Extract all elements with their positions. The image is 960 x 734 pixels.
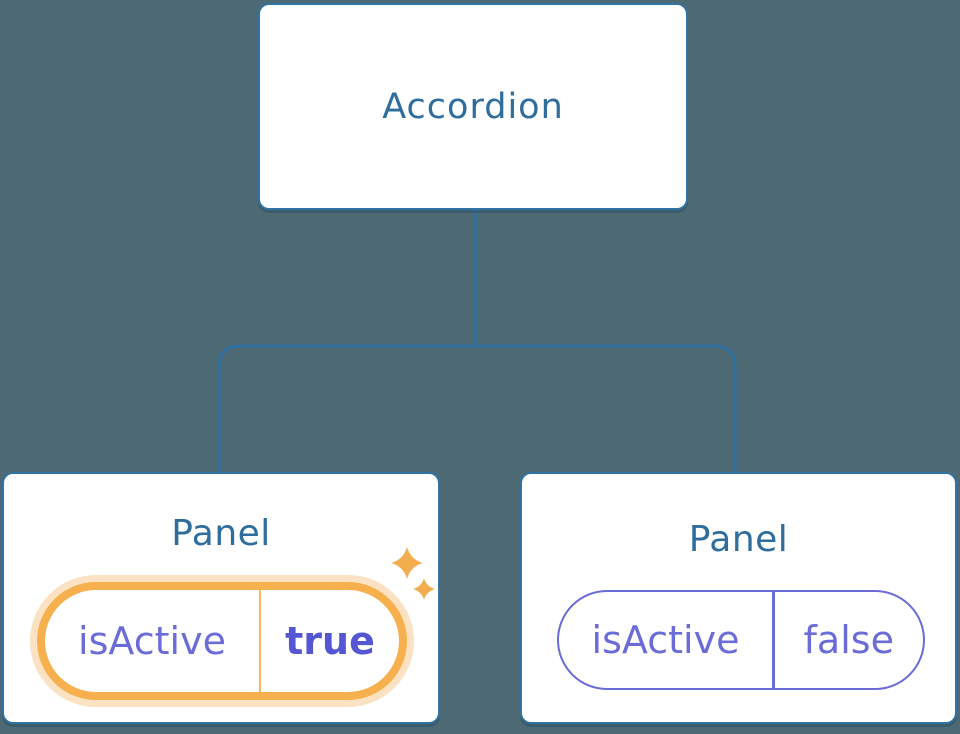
state-value: false bbox=[803, 618, 894, 662]
connector-bracket bbox=[217, 344, 737, 475]
state-name: isActive bbox=[78, 619, 226, 663]
accordion-node-label: Accordion bbox=[382, 86, 564, 127]
state-pill-divider bbox=[259, 590, 261, 692]
sparkle-large bbox=[391, 547, 423, 579]
state-value: true bbox=[285, 619, 375, 663]
state-name: isActive bbox=[591, 618, 740, 662]
sparkle-small bbox=[413, 578, 435, 600]
panel-node-inactive: Panel isActive false bbox=[520, 472, 957, 724]
sparkle-icon bbox=[391, 547, 435, 600]
state-pill-active: isActive true bbox=[37, 582, 407, 700]
accordion-node: Accordion bbox=[258, 3, 688, 210]
panel-node-label: Panel bbox=[171, 513, 271, 554]
panel-node-active: Panel isActive true bbox=[2, 472, 440, 724]
state-pill-divider bbox=[772, 592, 775, 688]
panel-node-label: Panel bbox=[688, 519, 789, 560]
state-pill-inactive: isActive false bbox=[557, 590, 925, 690]
